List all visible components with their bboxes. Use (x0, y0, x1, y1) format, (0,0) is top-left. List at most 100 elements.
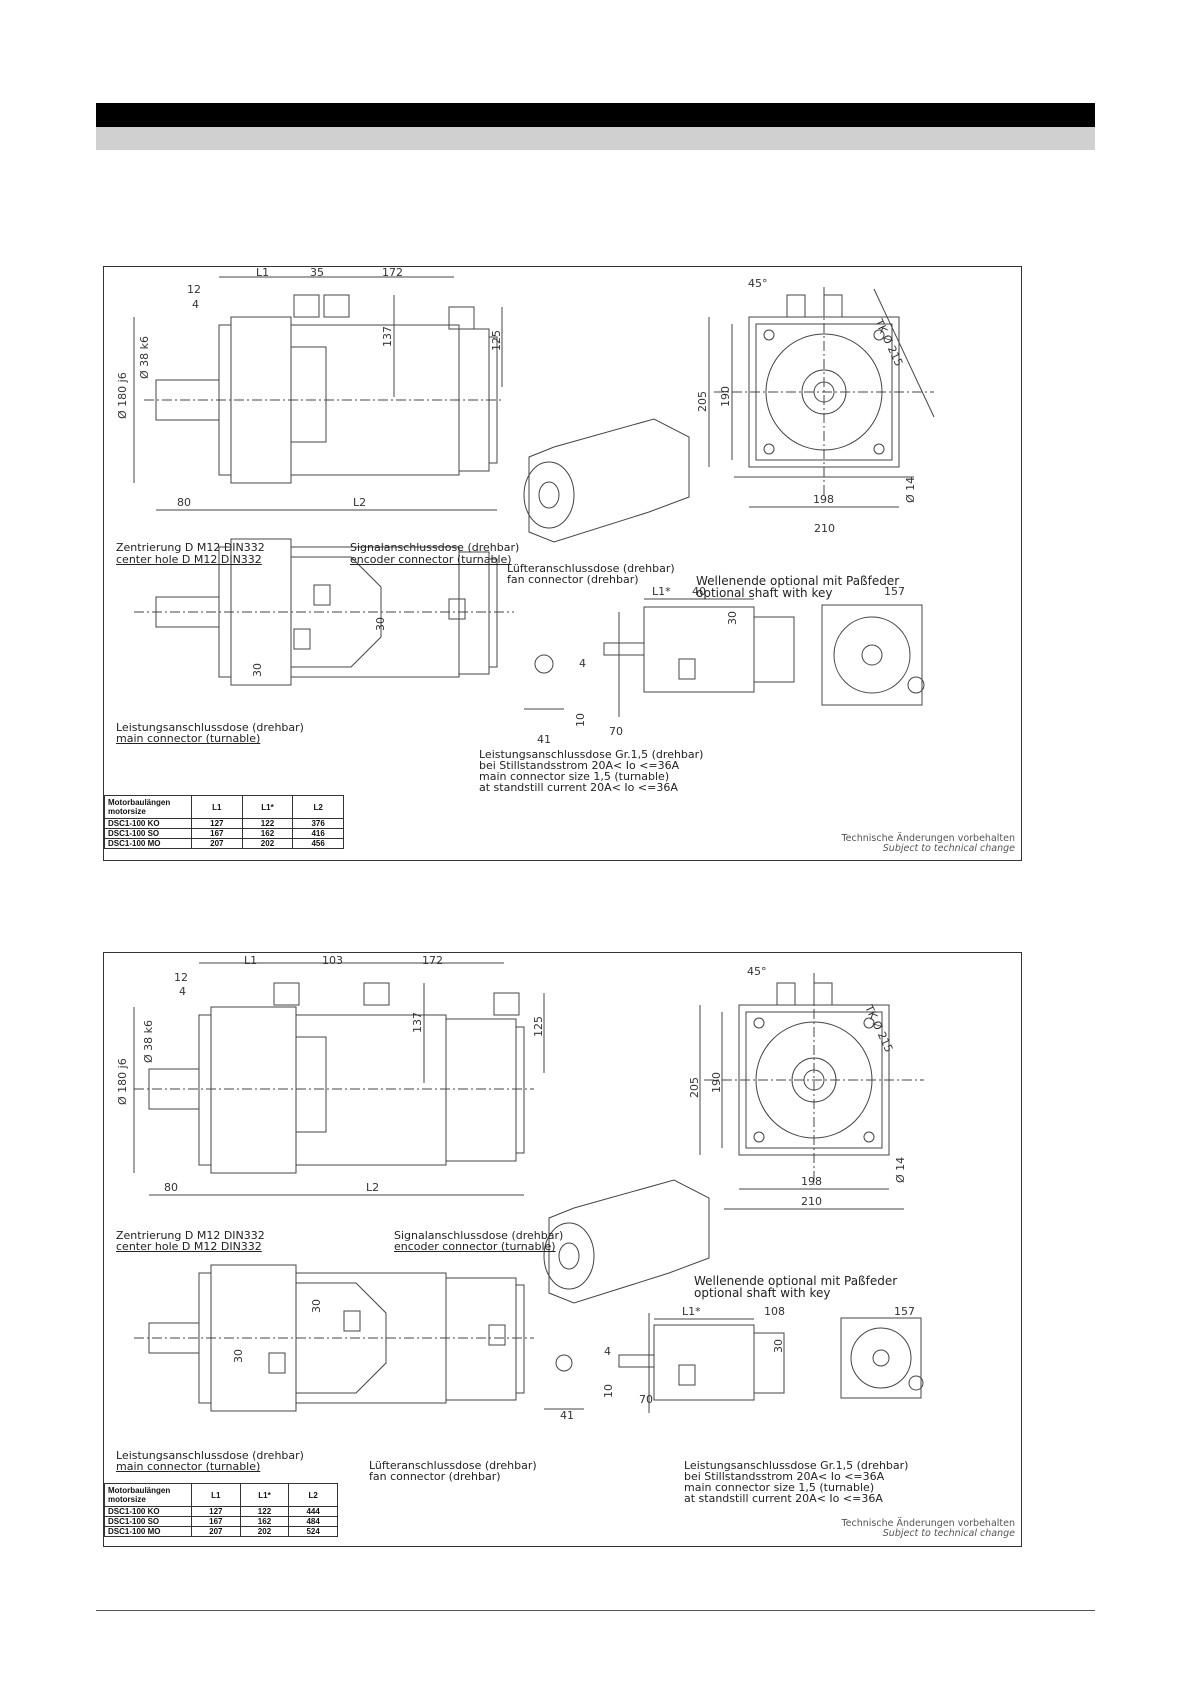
dim-210: 210 (814, 522, 835, 535)
dim-small-30: 30 (772, 1339, 785, 1353)
table-cell: 202 (241, 838, 294, 849)
dim-12: 12 (187, 283, 201, 296)
dim-157: 157 (894, 1305, 915, 1318)
dim-dia-180: Ø 180 j6 (116, 1058, 129, 1105)
table-header-l1-star: L1* (239, 1483, 290, 1507)
table-header-l2: L2 (288, 1483, 338, 1507)
dim-210: 210 (801, 1195, 822, 1208)
drawing-panel-1: L1 35 172 12 4 137 125 Ø 180 j6 Ø 38 k6 … (103, 266, 1022, 861)
table-cell: 122 (239, 1506, 290, 1517)
table-row: DSC1-100 KO 127 122 444 (104, 1506, 338, 1517)
dim-80: 80 (177, 496, 191, 509)
dim-4: 4 (179, 985, 186, 998)
table-header-motorsize: Motorbaulängen motorsize (104, 795, 192, 819)
table-cell: 207 (191, 1526, 241, 1537)
technical-drawing-1 (133, 276, 935, 717)
dim-small-41: 41 (537, 733, 551, 746)
label-shaft-en: optional shaft with key (696, 586, 833, 600)
dim-45: 45° (747, 965, 767, 978)
dim-dia-38: Ø 38 k6 (142, 1019, 155, 1063)
label-power-en: main connector (turnable) (116, 1460, 261, 1473)
label-power15-3: main connector size 1,5 (turnable) (684, 1481, 875, 1494)
dim-small-10: 10 (574, 713, 587, 727)
header-gray-bar (96, 127, 1095, 150)
dim-30-b: 30 (232, 1349, 245, 1363)
table-cell: 162 (239, 1516, 290, 1527)
table-cell: 167 (191, 828, 243, 839)
dim-172: 172 (422, 954, 443, 967)
dim-dia-180: Ø 180 j6 (116, 372, 129, 419)
label-shaft-en: optional shaft with key (694, 1286, 831, 1300)
dim-137: 137 (381, 326, 394, 347)
dim-205: 205 (696, 391, 709, 412)
table-cell: DSC1-100 SO (104, 1516, 192, 1527)
dim-205: 205 (688, 1077, 701, 1098)
dim-dia-14: Ø 14 (904, 476, 917, 503)
dim-198: 198 (813, 493, 834, 506)
dim-125: 125 (490, 330, 503, 351)
dim-small-10: 10 (602, 1384, 615, 1398)
tech-change-note: Technische Änderungen vorbehalten Subjec… (841, 1519, 1015, 1539)
label-center-hole-de: Zentrierung D M12 DIN332 (116, 541, 265, 554)
note-en: Subject to technical change (882, 843, 1015, 854)
dim-190: 190 (710, 1072, 723, 1093)
table-cell: DSC1-100 KO (104, 818, 192, 829)
dim-137: 137 (411, 1012, 424, 1033)
label-power15-4: at standstill current 20A< Io <=36A (479, 781, 678, 794)
label-signal-en: encoder connector (turnable) (350, 553, 512, 566)
drawing-panel-2: L1 103 172 12 4 137 125 Ø 180 j6 Ø 38 k6… (103, 952, 1022, 1547)
dim-small-108: 108 (764, 1305, 785, 1318)
dim-l1-star: L1* (682, 1305, 701, 1318)
label-center-hole-en: center hole D M12 DIN332 (116, 1240, 262, 1253)
dim-80: 80 (164, 1181, 178, 1194)
label-power15-1: Leistungsanschlussdose Gr.1,5 (drehbar) (684, 1459, 909, 1472)
table-header-l1: L1 (191, 1483, 241, 1507)
table-header-row: Motorbaulängen motorsize L1 L1* L2 (104, 795, 344, 819)
label-power-de: Leistungsanschlussdose (drehbar) (116, 721, 304, 734)
table-row: DSC1-100 MO 207 202 524 (104, 1526, 338, 1537)
dim-30-b: 30 (251, 663, 264, 677)
table-cell: 444 (288, 1506, 338, 1517)
dim-45: 45° (748, 277, 768, 290)
table-cell: 202 (239, 1526, 290, 1537)
table-header-motorsize: Motorbaulängen motorsize (104, 1483, 192, 1507)
table-cell: 167 (191, 1516, 241, 1527)
footer-divider (96, 1610, 1095, 1611)
label-shaft-de: Wellenende optional mit Paßfeder (694, 1274, 898, 1288)
table-header-l2: L2 (292, 795, 344, 819)
table-header-l1: L1 (191, 795, 243, 819)
label-power-en: main connector (turnable) (116, 732, 261, 745)
dim-small-41: 41 (560, 1409, 574, 1422)
dim-4: 4 (192, 298, 199, 311)
dim-30-a: 30 (310, 1299, 323, 1313)
table-header-l1-star: L1* (241, 795, 294, 819)
table-row: DSC1-100 MO 207 202 456 (104, 838, 344, 849)
table-cell: 122 (241, 818, 294, 829)
dim-l2: L2 (366, 1181, 380, 1194)
dim-small-70: 70 (639, 1393, 653, 1406)
technical-drawing-2 (133, 962, 924, 1413)
label-power-de: Leistungsanschlussdose (drehbar) (116, 1449, 304, 1462)
label-power15-3: main connector size 1,5 (turnable) (479, 770, 670, 783)
table-row: DSC1-100 KO 127 122 376 (104, 818, 344, 829)
label-power15-4: at standstill current 20A< Io <=36A (684, 1492, 883, 1505)
dim-small-4: 4 (604, 1345, 611, 1358)
label-center-hole-en: center hole D M12 DIN332 (116, 553, 262, 566)
dim-small-70: 70 (609, 725, 623, 738)
table-cell: DSC1-100 MO (104, 838, 192, 849)
dim-157: 157 (884, 585, 905, 598)
motor-size-table-1: Motorbaulängen motorsize L1 L1* L2 DSC1-… (104, 795, 344, 849)
dim-dia-14: Ø 14 (894, 1156, 907, 1183)
label-shaft-de: Wellenende optional mit Paßfeder (696, 574, 900, 588)
table-cell: 456 (292, 838, 344, 849)
label-fan-en: fan connector (drehbar) (369, 1470, 501, 1483)
dim-172: 172 (382, 266, 403, 279)
dim-198: 198 (801, 1175, 822, 1188)
dim-small-40: 40 (692, 585, 706, 598)
label-fan-en: fan connector (drehbar) (507, 573, 639, 586)
label-signal-de: Signalanschlussdose (drehbar) (394, 1229, 564, 1242)
table-cell: 376 (292, 818, 344, 829)
table-cell: 127 (191, 1506, 241, 1517)
dim-l1-star: L1* (652, 585, 671, 598)
dim-12: 12 (174, 971, 188, 984)
